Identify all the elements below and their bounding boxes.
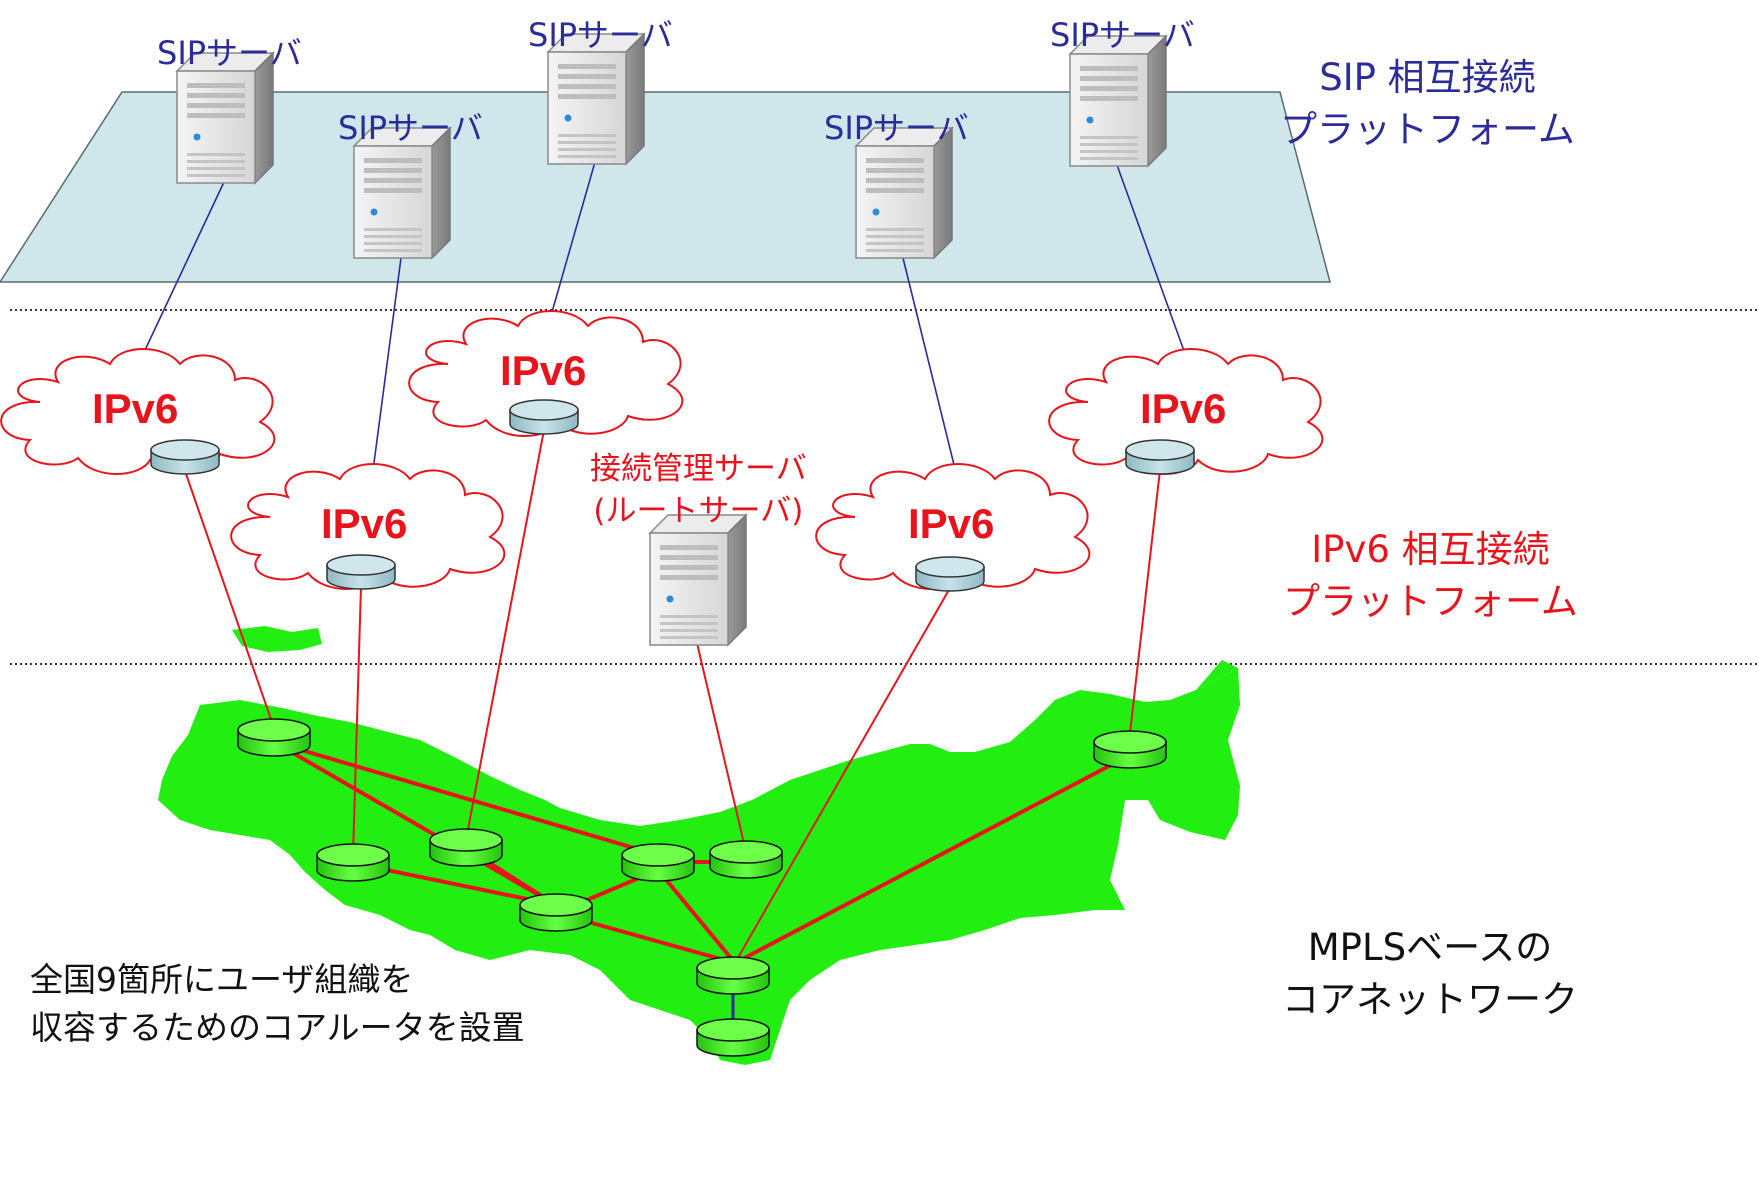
router-icon — [915, 556, 985, 592]
core-router-note-line1: 全国9箇所にユーザ組織を — [30, 960, 414, 999]
ipv6-layer-label-line2: プラットフォーム — [1283, 580, 1578, 623]
blue-links — [137, 161, 1189, 1030]
ipv6-label: IPv6 — [321, 500, 408, 547]
core-router-icon — [519, 893, 593, 932]
core-router-icon — [429, 828, 503, 867]
sip-server-label: SIPサーバ — [1050, 16, 1195, 54]
core-router-icon — [237, 718, 311, 757]
route-server-icon — [649, 514, 747, 646]
router-icon — [1125, 439, 1195, 475]
core-router-note: 全国9箇所にユーザ組織を 収容するためのコアルータを設置 — [30, 956, 525, 1052]
core-router-icon — [696, 956, 770, 995]
mpls-layer-label-line2: コアネットワーク — [1282, 978, 1578, 1021]
router-icon — [509, 399, 579, 435]
mpls-layer-label: MPLSベースの コアネットワーク — [1282, 922, 1578, 1026]
mpls-layer-label-line1: MPLSベースの — [1307, 926, 1553, 969]
route-server-label-line2: (ルートサーバ) — [593, 493, 804, 529]
core-router-icon — [696, 1018, 770, 1057]
core-router-icon — [1093, 730, 1167, 769]
ipv6-label: IPv6 — [500, 347, 587, 394]
sip-server-label: SIPサーバ — [338, 109, 483, 147]
router-icon — [326, 554, 396, 590]
ipv6-label: IPv6 — [1140, 385, 1227, 432]
ipv6-label: IPv6 — [92, 385, 179, 432]
sip-layer-label-line2: プラットフォーム — [1280, 108, 1575, 151]
sip-layer-label-line1: SIP 相互接続 — [1319, 56, 1536, 99]
router-icon — [150, 439, 220, 475]
core-router-icon — [621, 843, 695, 882]
core-router-icon — [316, 843, 390, 882]
route-server-label-line1: 接続管理サーバ — [590, 451, 807, 487]
ipv6-label: IPv6 — [908, 500, 995, 547]
core-router-note-line2: 収容するためのコアルータを設置 — [30, 1008, 525, 1047]
sip-server-label: SIPサーバ — [157, 34, 302, 72]
sip-platform-plane — [0, 91, 1331, 283]
sip-server-label: SIPサーバ — [824, 109, 969, 147]
sip-server-label: SIPサーバ — [528, 16, 673, 54]
ipv6-layer-label: IPv6 相互接続 プラットフォーム — [1283, 524, 1578, 628]
route-server-label: 接続管理サーバ (ルートサーバ) — [590, 448, 807, 532]
ipv6-layer-label-line1: IPv6 相互接続 — [1311, 528, 1550, 571]
core-router-icon — [709, 840, 783, 879]
sip-layer-label: SIP 相互接続 プラットフォーム — [1280, 52, 1575, 156]
